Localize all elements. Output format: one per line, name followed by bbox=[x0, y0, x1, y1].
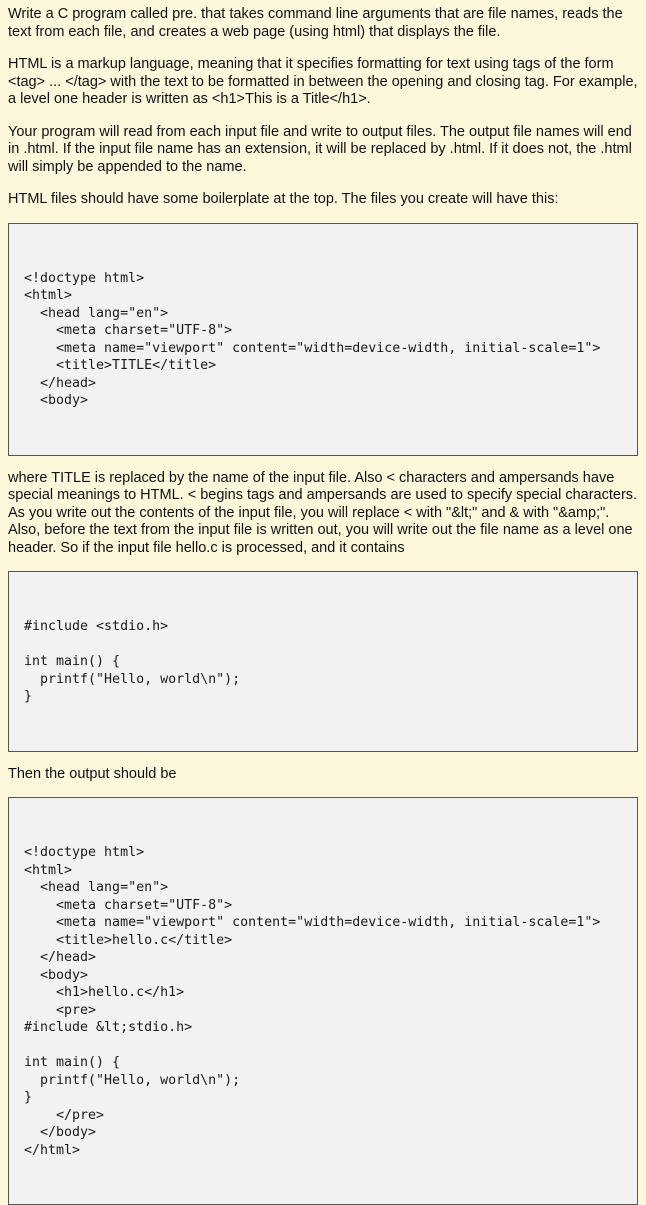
code-line: printf("Hello, world\n"); bbox=[24, 671, 241, 687]
code-line: <html> bbox=[24, 862, 73, 878]
boilerplate-intro-paragraph: HTML files should have some boilerplate … bbox=[8, 191, 559, 207]
code-line: <html> bbox=[24, 288, 73, 303]
code-line: #include <stdio.h> bbox=[24, 619, 169, 634]
code-line: <h1>hello.c</h1> bbox=[24, 985, 185, 1000]
html-explanation-paragraph: HTML is a markup language, meaning that … bbox=[8, 56, 638, 107]
code-line: </pre> bbox=[24, 1107, 105, 1123]
code-line: printf("Hello, world\n"); bbox=[24, 1072, 241, 1088]
code-line: <body> bbox=[24, 393, 89, 408]
intro-paragraph: Write a C program called pre. that takes… bbox=[8, 6, 623, 40]
code-line: <!doctype html> bbox=[24, 845, 145, 860]
code-line: </html> bbox=[24, 1142, 81, 1158]
code-line: int main() { bbox=[24, 1055, 121, 1070]
code-line: <meta name="viewport" content="width=dev… bbox=[24, 340, 601, 356]
output-files-paragraph: Your program will read from each input f… bbox=[8, 123, 632, 175]
code-line: <title>hello.c</title> bbox=[24, 932, 233, 948]
code-line: <title>TITLE</title> bbox=[24, 358, 217, 373]
code-line bbox=[24, 636, 637, 654]
escaping-explanation-paragraph: where TITLE is replaced by the name of t… bbox=[8, 469, 638, 556]
boilerplate-code-block: <!doctype html> <html> <head lang="en"> <… bbox=[8, 222, 638, 456]
code-line: int main() { bbox=[24, 654, 121, 669]
code-line: <meta charset="UTF-8"> bbox=[24, 897, 233, 913]
code-line: } bbox=[24, 1090, 33, 1105]
code-line: <meta name="viewport" content="width=dev… bbox=[24, 915, 601, 930]
code-line: <pre> bbox=[24, 1002, 97, 1018]
code-line: </head> bbox=[24, 375, 97, 391]
expected-output-code-block: <!doctype html> <html> <head lang="en"> <… bbox=[8, 797, 638, 1205]
code-line: #include &lt;stdio.h> bbox=[24, 1020, 193, 1035]
output-intro-paragraph: Then the output should be bbox=[8, 765, 177, 782]
code-line: } bbox=[24, 689, 33, 704]
code-line: <meta charset="UTF-8"> bbox=[24, 323, 233, 338]
hello-source-code-block: #include <stdio.h> int main() { printf("H… bbox=[8, 571, 638, 752]
code-line: <!doctype html> bbox=[24, 270, 145, 286]
code-line: <body> bbox=[24, 967, 89, 983]
code-line: <head lang="en"> bbox=[24, 880, 169, 895]
code-line: <head lang="en"> bbox=[24, 305, 169, 321]
code-line: </head> bbox=[24, 950, 97, 965]
code-line bbox=[24, 1037, 637, 1055]
code-line: </body> bbox=[24, 1125, 97, 1140]
